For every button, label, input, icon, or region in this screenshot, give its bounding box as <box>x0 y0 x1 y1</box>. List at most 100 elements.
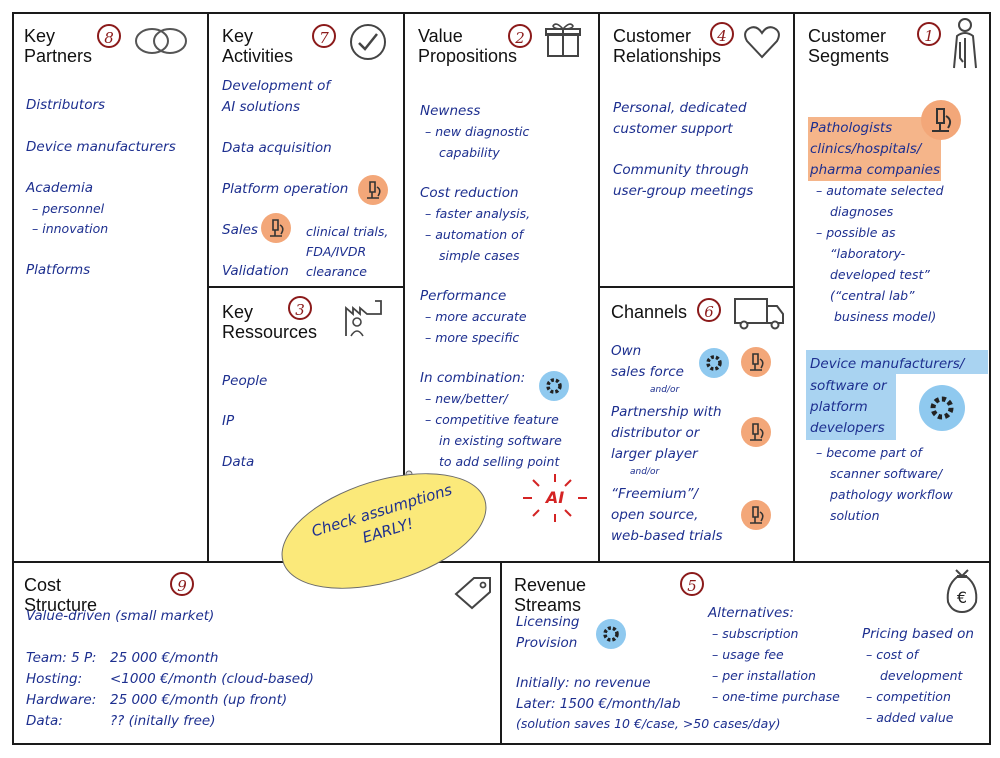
item: – competition <box>866 689 951 704</box>
item: Provision <box>516 635 578 651</box>
item: customer support <box>613 121 733 137</box>
section-number: 4 <box>710 22 734 46</box>
item: Value-driven (small market) <box>26 608 215 624</box>
item: (“central lab” <box>830 288 915 303</box>
section-number: 9 <box>170 572 194 596</box>
section-title: Cost Structure <box>24 575 98 615</box>
item: – automate selected <box>816 183 944 198</box>
item: Personal, dedicated <box>613 100 747 116</box>
item: Licensing <box>516 614 580 630</box>
divider <box>207 286 405 288</box>
item: “Freemium”/ <box>611 486 699 502</box>
gear-icon <box>539 371 569 401</box>
item: open source, <box>611 507 699 523</box>
item: – more specific <box>425 330 520 345</box>
item: Hardware: <box>26 692 97 708</box>
section-title: Revenue Streams <box>514 575 587 615</box>
item: (solution saves 10 €/case, >50 cases/day… <box>516 716 781 731</box>
heart-icon <box>744 26 780 59</box>
section-title: Customer Segments <box>808 26 890 66</box>
item: “laboratory- <box>830 246 906 261</box>
item: – added value <box>866 710 954 725</box>
item: 25 000 €/month (up front) <box>110 692 288 708</box>
section-title: Customer Relationships <box>613 26 722 66</box>
item: – usage fee <box>712 647 784 662</box>
item: Community through <box>613 162 749 178</box>
section-title: Key Partners <box>24 26 93 66</box>
item: Pathologists <box>810 120 893 136</box>
item: pathology workflow <box>830 487 953 502</box>
gift-icon <box>545 23 581 57</box>
euro-money-bag-icon: € <box>946 569 978 614</box>
and-or-label: and/or <box>630 467 660 477</box>
item: Cost reduction <box>420 185 519 201</box>
item: simple cases <box>439 248 520 263</box>
item: Development of <box>222 78 331 94</box>
ai-burst-icon <box>523 474 587 522</box>
item: ?? (initally free) <box>110 713 216 729</box>
item: larger player <box>611 446 698 462</box>
item: Data acquisition <box>222 140 332 156</box>
item: clinical trials, <box>306 224 389 239</box>
item: developers <box>810 420 885 436</box>
item: Academia <box>26 180 93 196</box>
item: pharma companies <box>810 162 940 178</box>
microscope-icon <box>741 417 771 447</box>
item: business model) <box>834 309 937 324</box>
item: – more accurate <box>425 309 527 324</box>
divider <box>598 286 795 288</box>
item: Sales <box>222 222 258 238</box>
divider <box>500 561 502 745</box>
item: Platform operation <box>222 181 349 197</box>
item: – possible as <box>816 225 896 240</box>
item: – become part of <box>816 445 922 460</box>
item: Later: 1500 €/month/lab <box>516 696 681 712</box>
section-title: Channels <box>611 302 688 322</box>
item: Pricing based on <box>862 626 974 642</box>
item: distributor or <box>611 425 700 441</box>
item: scanner software/ <box>830 466 943 481</box>
item: Team: 5 P: <box>26 650 97 666</box>
item: – competitive feature <box>425 412 559 427</box>
microscope-icon <box>358 175 388 205</box>
section-number: 5 <box>680 572 704 596</box>
item: user-group meetings <box>613 183 754 199</box>
delivery-truck-icon <box>734 298 784 330</box>
item: developed test” <box>830 267 930 282</box>
item: development <box>880 668 963 683</box>
microscope-icon <box>261 213 291 243</box>
item: – new/better/ <box>425 391 508 406</box>
item: diagnoses <box>830 204 894 219</box>
ai-label: AI <box>545 488 565 507</box>
item: Partnership with <box>611 404 722 420</box>
microscope-icon <box>741 500 771 530</box>
item: platform <box>810 399 868 415</box>
item: – new diagnostic <box>425 124 530 139</box>
section-title: Key Activities <box>222 26 294 66</box>
item: Distributors <box>26 97 106 113</box>
item: – faster analysis, <box>425 206 531 221</box>
item: – per installation <box>712 668 816 683</box>
factory-worker-icon <box>345 300 382 337</box>
item: In combination: <box>420 370 526 386</box>
item: Newness <box>420 103 481 119</box>
gear-icon <box>596 619 626 649</box>
section-title: Value Propositions <box>418 26 518 66</box>
item: software or <box>810 378 887 394</box>
item: – cost of <box>866 647 919 662</box>
item: Initially: no revenue <box>516 675 651 691</box>
price-tag-icon <box>454 577 491 610</box>
item: Performance <box>420 288 507 304</box>
item: Data <box>222 454 255 470</box>
highlight-pathologists <box>808 117 941 181</box>
item: FDA/IVDR <box>306 244 367 259</box>
item: in existing software <box>439 433 562 448</box>
item: IP <box>222 413 235 429</box>
item: sales force <box>611 364 684 380</box>
item: Device manufacturers/ <box>810 356 965 372</box>
interlinked-rings-icon <box>135 28 187 54</box>
item: AI solutions <box>222 99 301 115</box>
checkmark-icon <box>350 24 386 60</box>
item: <1000 €/month (cloud-based) <box>110 671 314 687</box>
